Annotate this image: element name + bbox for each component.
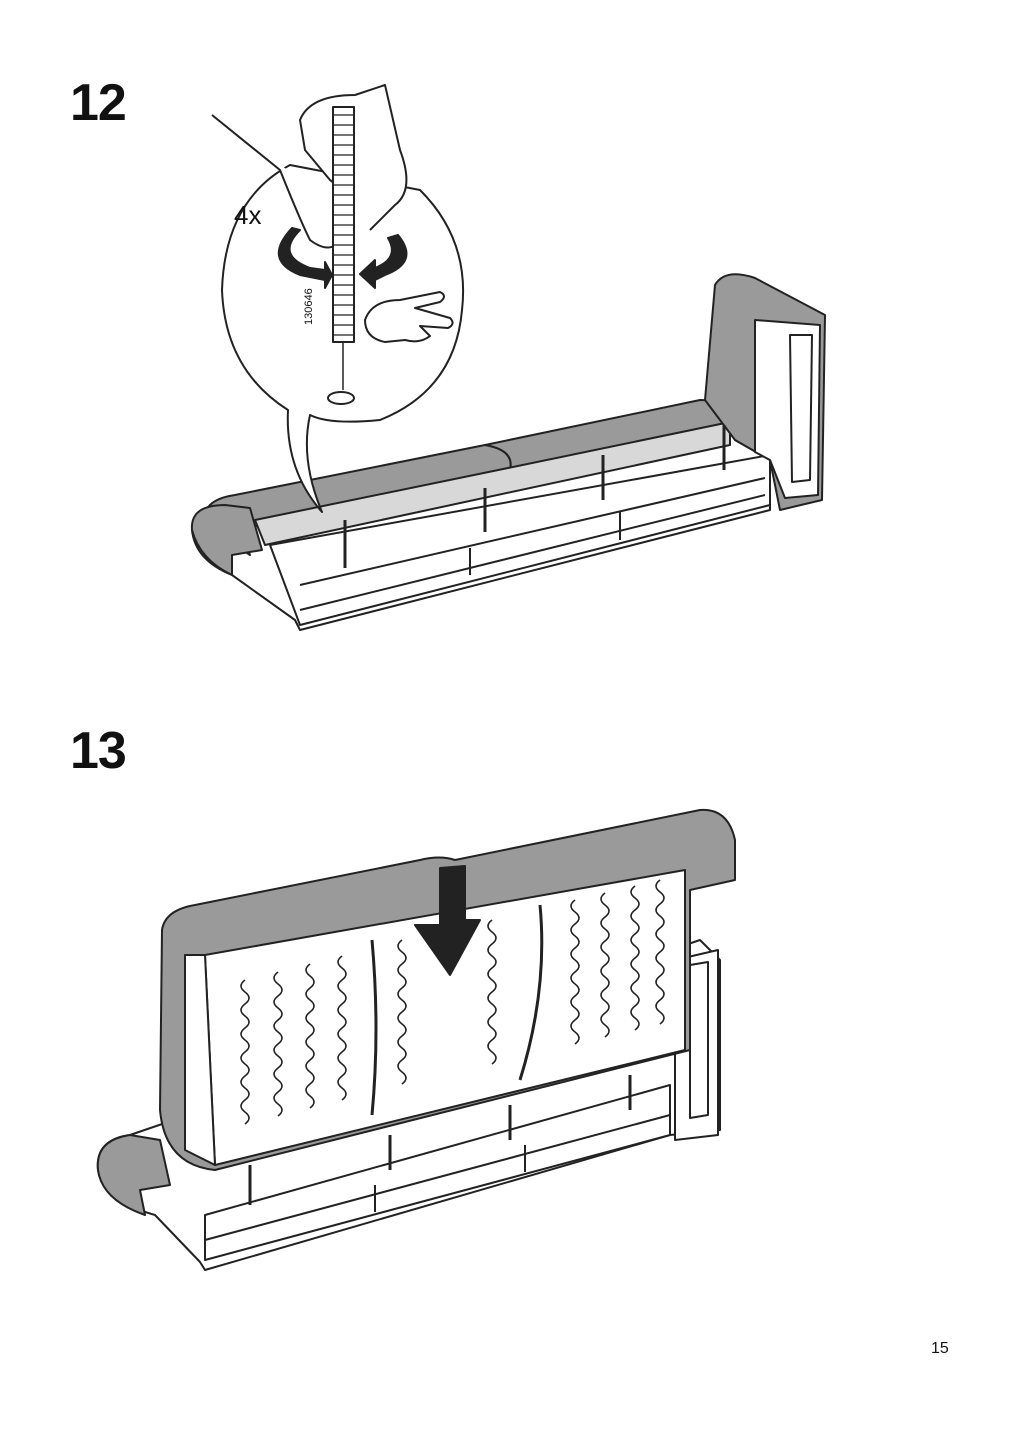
rotation-arrow-right — [359, 234, 408, 289]
rotation-arrow-left — [277, 227, 333, 289]
step-13-number: 13 — [70, 722, 127, 780]
step-12-number: 12 — [70, 74, 127, 132]
step-12-illustration — [190, 84, 826, 631]
down-arrow-icon — [414, 865, 481, 976]
quantity-label: 4x — [234, 200, 262, 230]
armrest-left — [190, 504, 263, 576]
pointing-hand-icon — [364, 291, 454, 343]
screw-hole — [327, 391, 355, 405]
page-number: 15 — [931, 1340, 949, 1357]
